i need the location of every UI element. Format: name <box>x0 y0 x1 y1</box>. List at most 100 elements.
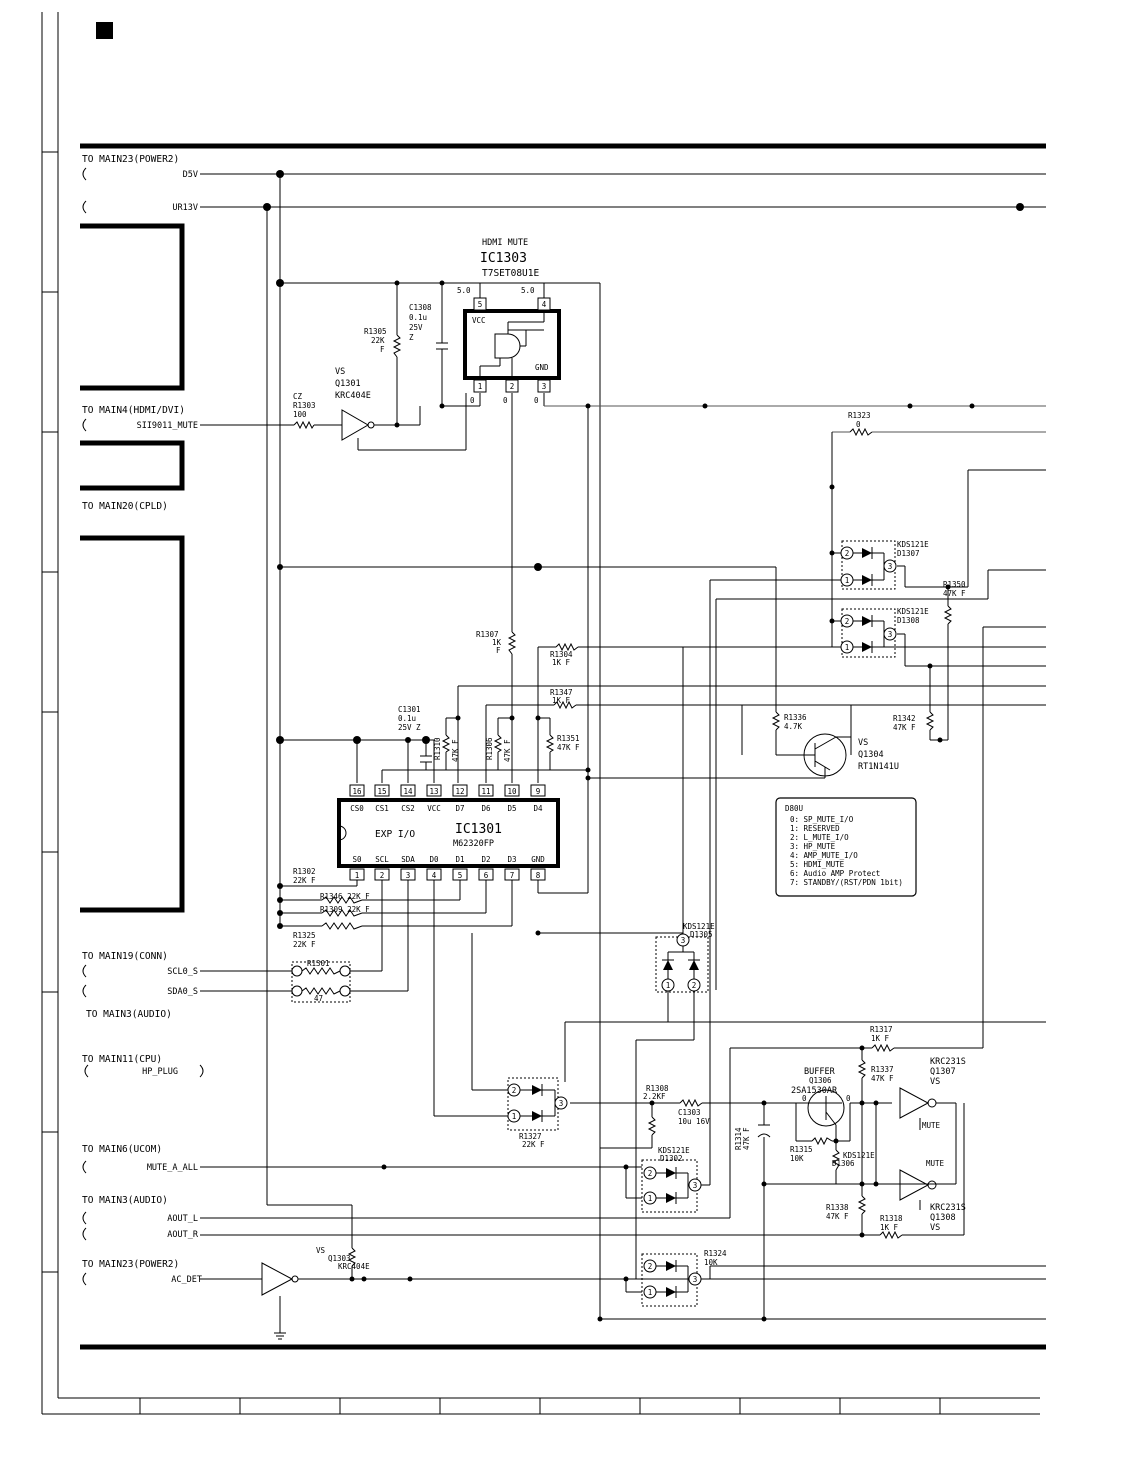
r1325-line: 22K F <box>293 940 316 949</box>
r1318-line: R1318 <box>880 1214 903 1223</box>
r1347-line: R1347 <box>550 688 573 697</box>
r1318: R1318 1K F <box>879 1214 903 1240</box>
ic1301-pin-box <box>504 784 520 797</box>
c1303-line: R1314 <box>734 1127 743 1150</box>
r1304-line: R1304 <box>550 650 573 659</box>
r1307-line: R1307 <box>476 630 499 639</box>
r1351: R1351 47K F <box>545 734 580 753</box>
ic1301-pin-number: 7 <box>510 871 515 880</box>
d1306-pin: 1 <box>648 1194 653 1203</box>
r1324-line: Q1303 <box>328 1254 351 1263</box>
r1327-line: R1308 <box>646 1084 669 1093</box>
d80u-row: 7: STANDBY/(RST/PDN 1bit) <box>790 878 903 887</box>
d1308-line: D1308 <box>897 616 920 625</box>
r1324-line: KRC404E <box>338 1262 370 1271</box>
r1305-line: F <box>380 345 385 354</box>
d1304: 2 1 3 R1327 22K F <box>507 1077 568 1149</box>
d80u-row: 2: L_MUTE_I/O <box>790 833 849 842</box>
r1337-line: 47K F <box>871 1074 894 1083</box>
d1304-pin: 1 <box>512 1112 517 1121</box>
r1351-line: 47K F <box>557 743 580 752</box>
wires <box>200 173 1046 1333</box>
connector-label: TO MAIN20(CPLD) <box>82 501 168 512</box>
ic1301-pin-number: 6 <box>484 871 489 880</box>
r1301-line: 47 <box>314 994 323 1003</box>
ic1301-pin-number: 10 <box>507 787 517 796</box>
c1308-line: 25V <box>409 323 423 332</box>
d1305-pin: 2 <box>692 981 697 990</box>
signal-label: MUTE_A_ALL <box>147 1163 198 1173</box>
r1306-line: 47K F <box>503 739 512 762</box>
q1304: VS Q1304 RT1N141U <box>803 705 899 777</box>
d1306-pin: 2 <box>648 1169 653 1178</box>
r1315-line: KDS121E <box>843 1151 875 1160</box>
signal-labels: D5V UR13V SII9011_MUTE SCL0_S SDA0_S HP_… <box>82 167 204 1286</box>
ic1301-pin-box <box>530 868 546 881</box>
q1308-line: Q1308 <box>930 1213 956 1223</box>
d1307-pin: 2 <box>845 549 850 558</box>
d1308-pin: 1 <box>845 643 850 652</box>
d1305: 3 1 2 KDS121E D1305 <box>655 922 715 993</box>
r1304: R1304 1K F <box>550 642 579 667</box>
ic1303-part: T7SET08U1E <box>482 268 539 279</box>
r1351-line: R1351 <box>557 734 580 743</box>
ic1301-pin-label: CS1 <box>375 804 389 813</box>
c1308-line: C1308 <box>409 303 432 312</box>
q1303 <box>261 1262 299 1296</box>
d80u-row: 1: RESERVED <box>790 824 840 833</box>
r1307-line: F <box>496 646 501 655</box>
r1346-line: R1346 22K F <box>320 892 370 901</box>
ic1301-pin-label: CS0 <box>350 804 364 813</box>
q1306-line: Q1306 <box>809 1076 832 1085</box>
ic1301-pin-box <box>452 784 468 797</box>
r1304-line: 1K F <box>552 658 571 667</box>
d1308: 2 1 3 KDS121E D1308 <box>840 607 929 658</box>
ground-symbol <box>274 1332 286 1340</box>
pullup-resistors: R1302 22K F R1346 22K F R1309 22K F R132… <box>293 867 370 949</box>
d1304-pin: 3 <box>559 1099 564 1108</box>
r1302-line: 22K F <box>293 876 316 885</box>
r1308: C1303 10u 16V <box>678 1098 710 1126</box>
ic1301-pin-label: SDA <box>401 855 415 864</box>
ic1301-pin-box <box>478 784 494 797</box>
ic1301-pin-label: D3 <box>507 855 516 864</box>
signal-label: SII9011_MUTE <box>137 421 198 431</box>
ic1301-pin-box <box>349 868 365 881</box>
ic1301-pin-label: S0 <box>352 855 362 864</box>
d1302-pin: 1 <box>648 1288 653 1297</box>
r1303-line: 100 <box>293 410 307 419</box>
c1303: R1314 47K F <box>734 1124 771 1150</box>
connector-label: TO MAIN23(POWER2) <box>82 154 179 165</box>
d80u-row: 6: Audio AMP Protect <box>790 869 880 878</box>
q1307-mute-label: MUTE <box>922 1121 941 1130</box>
r1350-line: 47K F <box>943 589 966 598</box>
d80u-row: 4: AMP_MUTE_I/O <box>790 851 858 860</box>
ic1301-pin-label: GND <box>531 855 545 864</box>
ic1301-pin-number: 13 <box>429 787 438 796</box>
r1323-line: R1323 <box>848 411 871 420</box>
d1307-pin: 1 <box>845 576 850 585</box>
r1315-line: D1306 <box>832 1159 855 1168</box>
r1307: R1307 1K F <box>476 630 517 655</box>
q1307-line: VS <box>930 1077 940 1087</box>
connector-label: TO MAIN6(UCOM) <box>82 1144 162 1155</box>
q1306-voltage: 0 <box>846 1094 851 1103</box>
c1308-line: Z <box>409 333 414 342</box>
ic1301-pin-number: 3 <box>406 871 411 880</box>
q1307-line: Q1307 <box>930 1067 956 1077</box>
r1301: R1301 47 <box>291 959 351 1003</box>
d1306-pin: 3 <box>693 1181 698 1190</box>
d1308-line: KDS121E <box>897 607 929 616</box>
r1303: CZ R1303 100 <box>293 392 316 430</box>
ic1301-pin-label: D0 <box>429 855 439 864</box>
r1306-line: R1306 <box>485 737 494 760</box>
r1314-line: R1315 <box>790 1145 813 1154</box>
r1327: R1308 2.2KF <box>643 1084 669 1136</box>
signal-label: UR13V <box>172 203 198 213</box>
signal-label: SDA0_S <box>167 987 198 997</box>
d1302-line: 10K <box>704 1258 718 1267</box>
ic1301-pin-number: 2 <box>380 871 385 880</box>
r1336: R1336 4.7K <box>771 711 807 731</box>
